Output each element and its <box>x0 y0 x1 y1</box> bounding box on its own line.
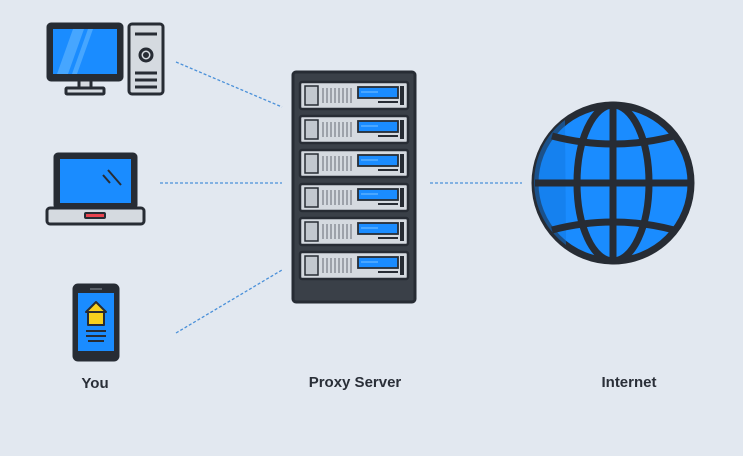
server-rack-icon <box>291 70 417 304</box>
smartphone-icon <box>72 283 120 362</box>
server-unit <box>298 182 410 213</box>
label-proxy-server: Proxy Server <box>308 374 402 391</box>
server-unit <box>298 114 410 145</box>
server-unit <box>298 148 410 179</box>
connector-desktop-proxy <box>175 61 283 108</box>
label-internet: Internet <box>601 374 657 391</box>
label-you: You <box>81 375 109 392</box>
desktop-computer-icon <box>46 22 165 96</box>
server-unit <box>298 80 410 111</box>
laptop-icon <box>45 152 146 226</box>
globe-icon <box>531 101 695 265</box>
server-unit <box>298 216 410 247</box>
server-unit <box>298 250 410 281</box>
connector-lines <box>160 61 522 334</box>
connector-phone-proxy <box>175 269 283 334</box>
